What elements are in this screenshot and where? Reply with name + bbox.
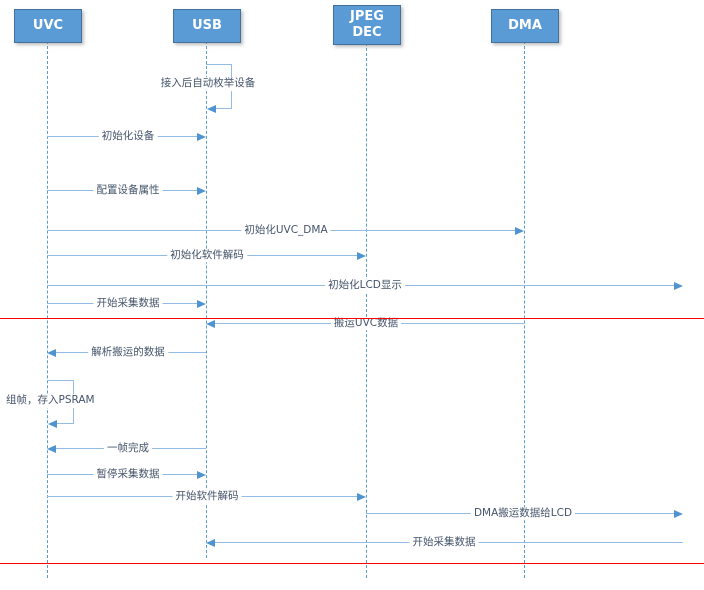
actor-box-uvc: UVC	[14, 9, 82, 43]
message-label: 暂停采集数据	[93, 467, 163, 482]
lifeline-jpegdec	[366, 43, 367, 578]
message-label: 开始采集数据	[409, 535, 479, 550]
self-message-bottom-line	[57, 423, 74, 424]
arrowhead-right-icon	[357, 493, 366, 501]
actor-box-dma: DMA	[491, 9, 559, 43]
self-message-top-line	[206, 64, 231, 65]
lifeline-uvc	[47, 41, 48, 578]
arrowhead-right-icon	[197, 133, 206, 141]
message-label: 开始软件解码	[172, 489, 242, 504]
actor-label: DMA	[508, 17, 542, 33]
arrowhead-left-icon	[207, 105, 216, 113]
message-label: 组帧，存入PSRAM	[3, 394, 98, 408]
arrowhead-left-icon	[48, 420, 57, 428]
arrowhead-right-icon	[197, 187, 206, 195]
message-label: 搬运UVC数据	[330, 316, 402, 331]
red-divider-line-2	[0, 563, 704, 564]
arrowhead-left-icon	[47, 445, 56, 453]
self-message-bottom-line	[216, 108, 232, 109]
actor-label: UVC	[32, 17, 64, 33]
arrowhead-right-icon	[674, 282, 683, 290]
lifeline-dma	[524, 41, 525, 578]
message-label: 开始采集数据	[93, 296, 163, 311]
arrowhead-right-icon	[197, 471, 206, 479]
arrowhead-left-icon	[47, 349, 56, 357]
lifeline-usb	[206, 41, 207, 558]
actor-label: DEC	[352, 25, 382, 40]
message-label: 初始化软件解码	[167, 248, 247, 263]
actor-box-usb: USB	[173, 9, 241, 43]
message-label: 初始化LCD显示	[325, 278, 405, 293]
message-label: 一帧完成	[104, 441, 152, 456]
arrowhead-right-icon	[197, 300, 206, 308]
arrowhead-left-icon	[206, 320, 215, 328]
message-label: DMA搬运数据给LCD	[470, 506, 576, 521]
arrowhead-right-icon	[357, 252, 366, 260]
arrowhead-right-icon	[674, 510, 683, 518]
arrowhead-right-icon	[515, 227, 524, 235]
message-label: 初始化设备	[98, 129, 158, 144]
message-label: 解析搬运的数据	[88, 345, 168, 360]
red-divider-line-1	[0, 318, 704, 319]
arrowhead-left-icon	[206, 539, 215, 547]
message-label: 接入后自动枚举设备	[157, 77, 259, 91]
message-label: 配置设备属性	[93, 183, 163, 198]
message-label: 初始化UVC_DMA	[241, 223, 331, 238]
actor-label: USB	[192, 17, 222, 33]
actor-label: JPEG	[350, 8, 384, 24]
self-message-top-line	[47, 380, 73, 381]
